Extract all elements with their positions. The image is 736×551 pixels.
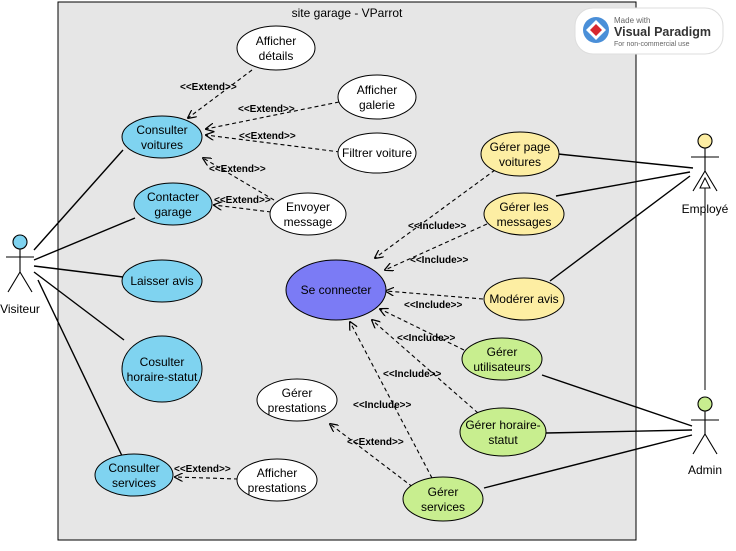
svg-text:Gérer les: Gérer les [499, 200, 548, 214]
svg-text:Consulter: Consulter [108, 461, 159, 475]
uc-gerer-services[interactable]: Gérer services [402, 476, 484, 522]
label-include: <<Include>> [410, 255, 469, 266]
svg-text:Modérer avis: Modérer avis [489, 292, 558, 306]
svg-text:garage: garage [154, 205, 192, 219]
label-extend: <<Extend>> [347, 437, 404, 448]
uc-afficher-galerie[interactable]: Afficher galerie [337, 74, 417, 120]
svg-text:Se connecter: Se connecter [301, 283, 372, 297]
uc-consulter-horaire-statut[interactable]: Cosulter horaire-statut [121, 335, 203, 403]
svg-text:Afficher: Afficher [256, 34, 296, 48]
relation-labels: <<Extend>> <<Extend>> <<Extend>> <<Exten… [174, 82, 469, 475]
associations [33, 149, 694, 489]
svg-text:messages: messages [497, 215, 552, 229]
label-extend: <<Extend>> [214, 195, 271, 206]
svg-text:voitures: voitures [141, 138, 183, 152]
svg-text:Cosulter: Cosulter [140, 355, 185, 369]
label-extend: <<Extend>> [239, 131, 296, 142]
uc-contacter-garage[interactable]: Contacter garage [133, 182, 213, 226]
uc-gerer-page-voitures[interactable]: Gérer page voitures [480, 131, 560, 177]
label-extend: <<Extend>> [238, 104, 295, 115]
svg-text:prestations: prestations [248, 481, 307, 495]
uc-envoyer-message[interactable]: Envoyer message [269, 192, 347, 236]
svg-text:Afficher: Afficher [257, 466, 297, 480]
svg-text:Visual Paradigm: Visual Paradigm [614, 25, 711, 39]
svg-text:Consulter: Consulter [136, 123, 187, 137]
svg-text:services: services [112, 476, 156, 490]
actor-employe[interactable]: Employé [682, 133, 729, 216]
svg-text:voitures: voitures [499, 155, 541, 169]
uc-afficher-details[interactable]: Afficher détails [236, 25, 316, 71]
label-extend: <<Extend>> [174, 464, 231, 475]
label-include: <<Include>> [353, 400, 412, 411]
svg-text:Gérer: Gérer [487, 345, 518, 359]
svg-text:Envoyer: Envoyer [286, 200, 330, 214]
label-include: <<Include>> [383, 369, 442, 380]
svg-text:statut: statut [488, 433, 518, 447]
svg-text:Laisser avis: Laisser avis [130, 274, 193, 288]
actor-visiteur-label: Visiteur [0, 302, 40, 316]
label-extend: <<Extend>> [180, 82, 237, 93]
uc-consulter-voitures[interactable]: Consulter voitures [121, 115, 203, 159]
svg-text:prestations: prestations [268, 401, 327, 415]
label-extend: <<Extend>> [209, 164, 266, 175]
svg-text:utilisateurs: utilisateurs [473, 360, 530, 374]
uc-gerer-messages[interactable]: Gérer les messages [483, 192, 565, 236]
actor-admin[interactable]: Admin [688, 396, 722, 477]
visual-paradigm-watermark: Made with Visual Paradigm For non-commer… [574, 7, 724, 55]
actor-employe-label: Employé [682, 202, 729, 216]
svg-text:Gérer: Gérer [282, 386, 313, 400]
uc-gerer-prestations[interactable]: Gérer prestations [256, 378, 338, 422]
svg-text:galerie: galerie [359, 98, 395, 112]
label-include: <<Include>> [404, 300, 463, 311]
uc-consulter-services[interactable]: Consulter services [94, 453, 174, 497]
svg-text:Contacter: Contacter [147, 190, 199, 204]
actor-visiteur-icon [12, 234, 28, 250]
uc-moderer-avis[interactable]: Modérer avis [483, 277, 565, 321]
svg-text:Gérer page: Gérer page [490, 140, 551, 154]
actor-employe-icon [697, 133, 713, 149]
actor-visiteur[interactable]: Visiteur [0, 234, 40, 316]
label-include: <<Include>> [408, 221, 467, 232]
usecases: Afficher détails Afficher galerie Filtre… [94, 25, 565, 522]
svg-text:Afficher: Afficher [357, 83, 397, 97]
uc-laisser-avis[interactable]: Laisser avis [121, 259, 203, 303]
label-include: <<Include>> [397, 333, 456, 344]
svg-text:Made with: Made with [614, 16, 650, 25]
uc-se-connecter[interactable]: Se connecter [285, 259, 387, 321]
svg-text:message: message [284, 215, 333, 229]
svg-text:Filtrer voiture: Filtrer voiture [342, 146, 412, 160]
uc-gerer-horaire-statut[interactable]: Gérer horaire- statut [459, 407, 547, 457]
svg-text:détails: détails [259, 49, 294, 63]
svg-text:For non-commercial use: For non-commercial use [614, 41, 690, 48]
dependencies [175, 69, 496, 492]
actor-admin-label: Admin [688, 463, 722, 477]
actor-admin-icon [697, 396, 713, 412]
uc-afficher-prestations[interactable]: Afficher prestations [236, 458, 318, 502]
svg-text:Gérer horaire-: Gérer horaire- [465, 418, 540, 432]
svg-text:Gérer: Gérer [428, 485, 459, 499]
uc-filtrer-voiture[interactable]: Filtrer voiture [337, 132, 417, 174]
svg-text:services: services [421, 500, 465, 514]
uc-gerer-utilisateurs[interactable]: Gérer utilisateurs [461, 337, 543, 381]
system-title: site garage - VParrot [292, 6, 403, 20]
svg-text:horaire-statut: horaire-statut [127, 370, 198, 384]
